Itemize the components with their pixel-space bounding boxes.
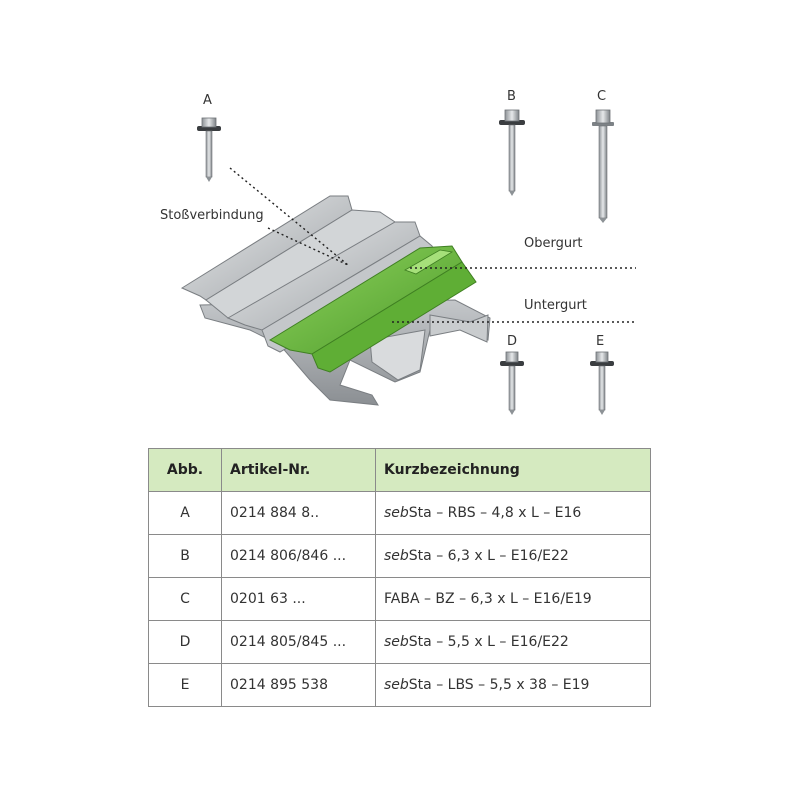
cell-kurz: FABA – BZ – 6,3 x L – E16/E19 <box>375 577 651 621</box>
header-kurz: Kurzbezeichnung <box>375 448 651 492</box>
kurz-italic: seb <box>384 677 409 693</box>
screw-d-icon <box>500 351 524 415</box>
green-profile <box>268 245 477 373</box>
table-row: E 0214 895 538 sebSta – LBS – 5,5 x 38 –… <box>148 663 651 707</box>
cell-kurz: sebSta – 6,3 x L – E16/E22 <box>375 534 651 578</box>
header-artikel: Artikel-Nr. <box>221 448 376 492</box>
cell-kurz: sebSta – 5,5 x L – E16/E22 <box>375 620 651 664</box>
cell-abb: C <box>148 577 222 621</box>
diagram-svg <box>180 109 636 415</box>
cell-artikel: 0214 884 8.. <box>221 491 376 535</box>
label-stossverbindung: Stoßverbindung <box>160 208 264 223</box>
cell-artikel: 0214 895 538 <box>221 663 376 707</box>
kurz-italic: seb <box>384 634 409 650</box>
cell-kurz: sebSta – LBS – 5,5 x 38 – E19 <box>375 663 651 707</box>
screw-label-a: A <box>203 93 212 108</box>
table-header-row: Abb. Artikel-Nr. Kurzbezeichnung <box>148 448 651 492</box>
cell-artikel: 0201 63 ... <box>221 577 376 621</box>
leader-stossverbindung <box>229 167 349 266</box>
cell-abb: B <box>148 534 222 578</box>
cell-artikel: 0214 805/845 ... <box>221 620 376 664</box>
table-row: A 0214 884 8.. sebSta – RBS – 4,8 x L – … <box>148 491 651 535</box>
kurz-italic: seb <box>384 505 409 521</box>
kurz-rest: Sta – LBS – 5,5 x 38 – E19 <box>408 677 590 693</box>
kurz-rest: Sta – 6,3 x L – E16/E22 <box>408 548 569 564</box>
screw-a-icon <box>197 117 221 182</box>
specification-table: Abb. Artikel-Nr. Kurzbezeichnung A 0214 … <box>148 448 651 707</box>
screw-e-icon <box>590 351 614 415</box>
kurz-italic: seb <box>384 548 409 564</box>
leader-lines <box>229 167 636 323</box>
kurz-rest: FABA – BZ – 6,3 x L – E16/E19 <box>384 591 592 607</box>
table-row: D 0214 805/845 ... sebSta – 5,5 x L – E1… <box>148 620 651 664</box>
screw-label-b: B <box>507 89 516 104</box>
table-row: B 0214 806/846 ... sebSta – 6,3 x L – E1… <box>148 534 651 578</box>
screw-label-c: C <box>597 89 607 104</box>
kurz-rest: Sta – 5,5 x L – E16/E22 <box>408 634 569 650</box>
cell-artikel: 0214 806/846 ... <box>221 534 376 578</box>
screw-label-d: D <box>507 334 518 349</box>
label-untergurt: Untergurt <box>524 298 587 313</box>
label-obergurt: Obergurt <box>524 236 583 251</box>
cell-kurz: sebSta – RBS – 4,8 x L – E16 <box>375 491 651 535</box>
header-abb: Abb. <box>148 448 222 492</box>
roof-profile-diagram: A B C D E Stoßverbindung Obergurt Unterg… <box>160 89 636 415</box>
table-row: C 0201 63 ... FABA – BZ – 6,3 x L – E16/… <box>148 577 651 621</box>
screw-c-icon <box>592 109 614 223</box>
cell-abb: D <box>148 620 222 664</box>
kurz-rest: Sta – RBS – 4,8 x L – E16 <box>408 505 582 521</box>
screw-label-e: E <box>596 334 605 349</box>
cell-abb: E <box>148 663 222 707</box>
cell-abb: A <box>148 491 222 535</box>
screw-b-icon <box>499 109 525 196</box>
